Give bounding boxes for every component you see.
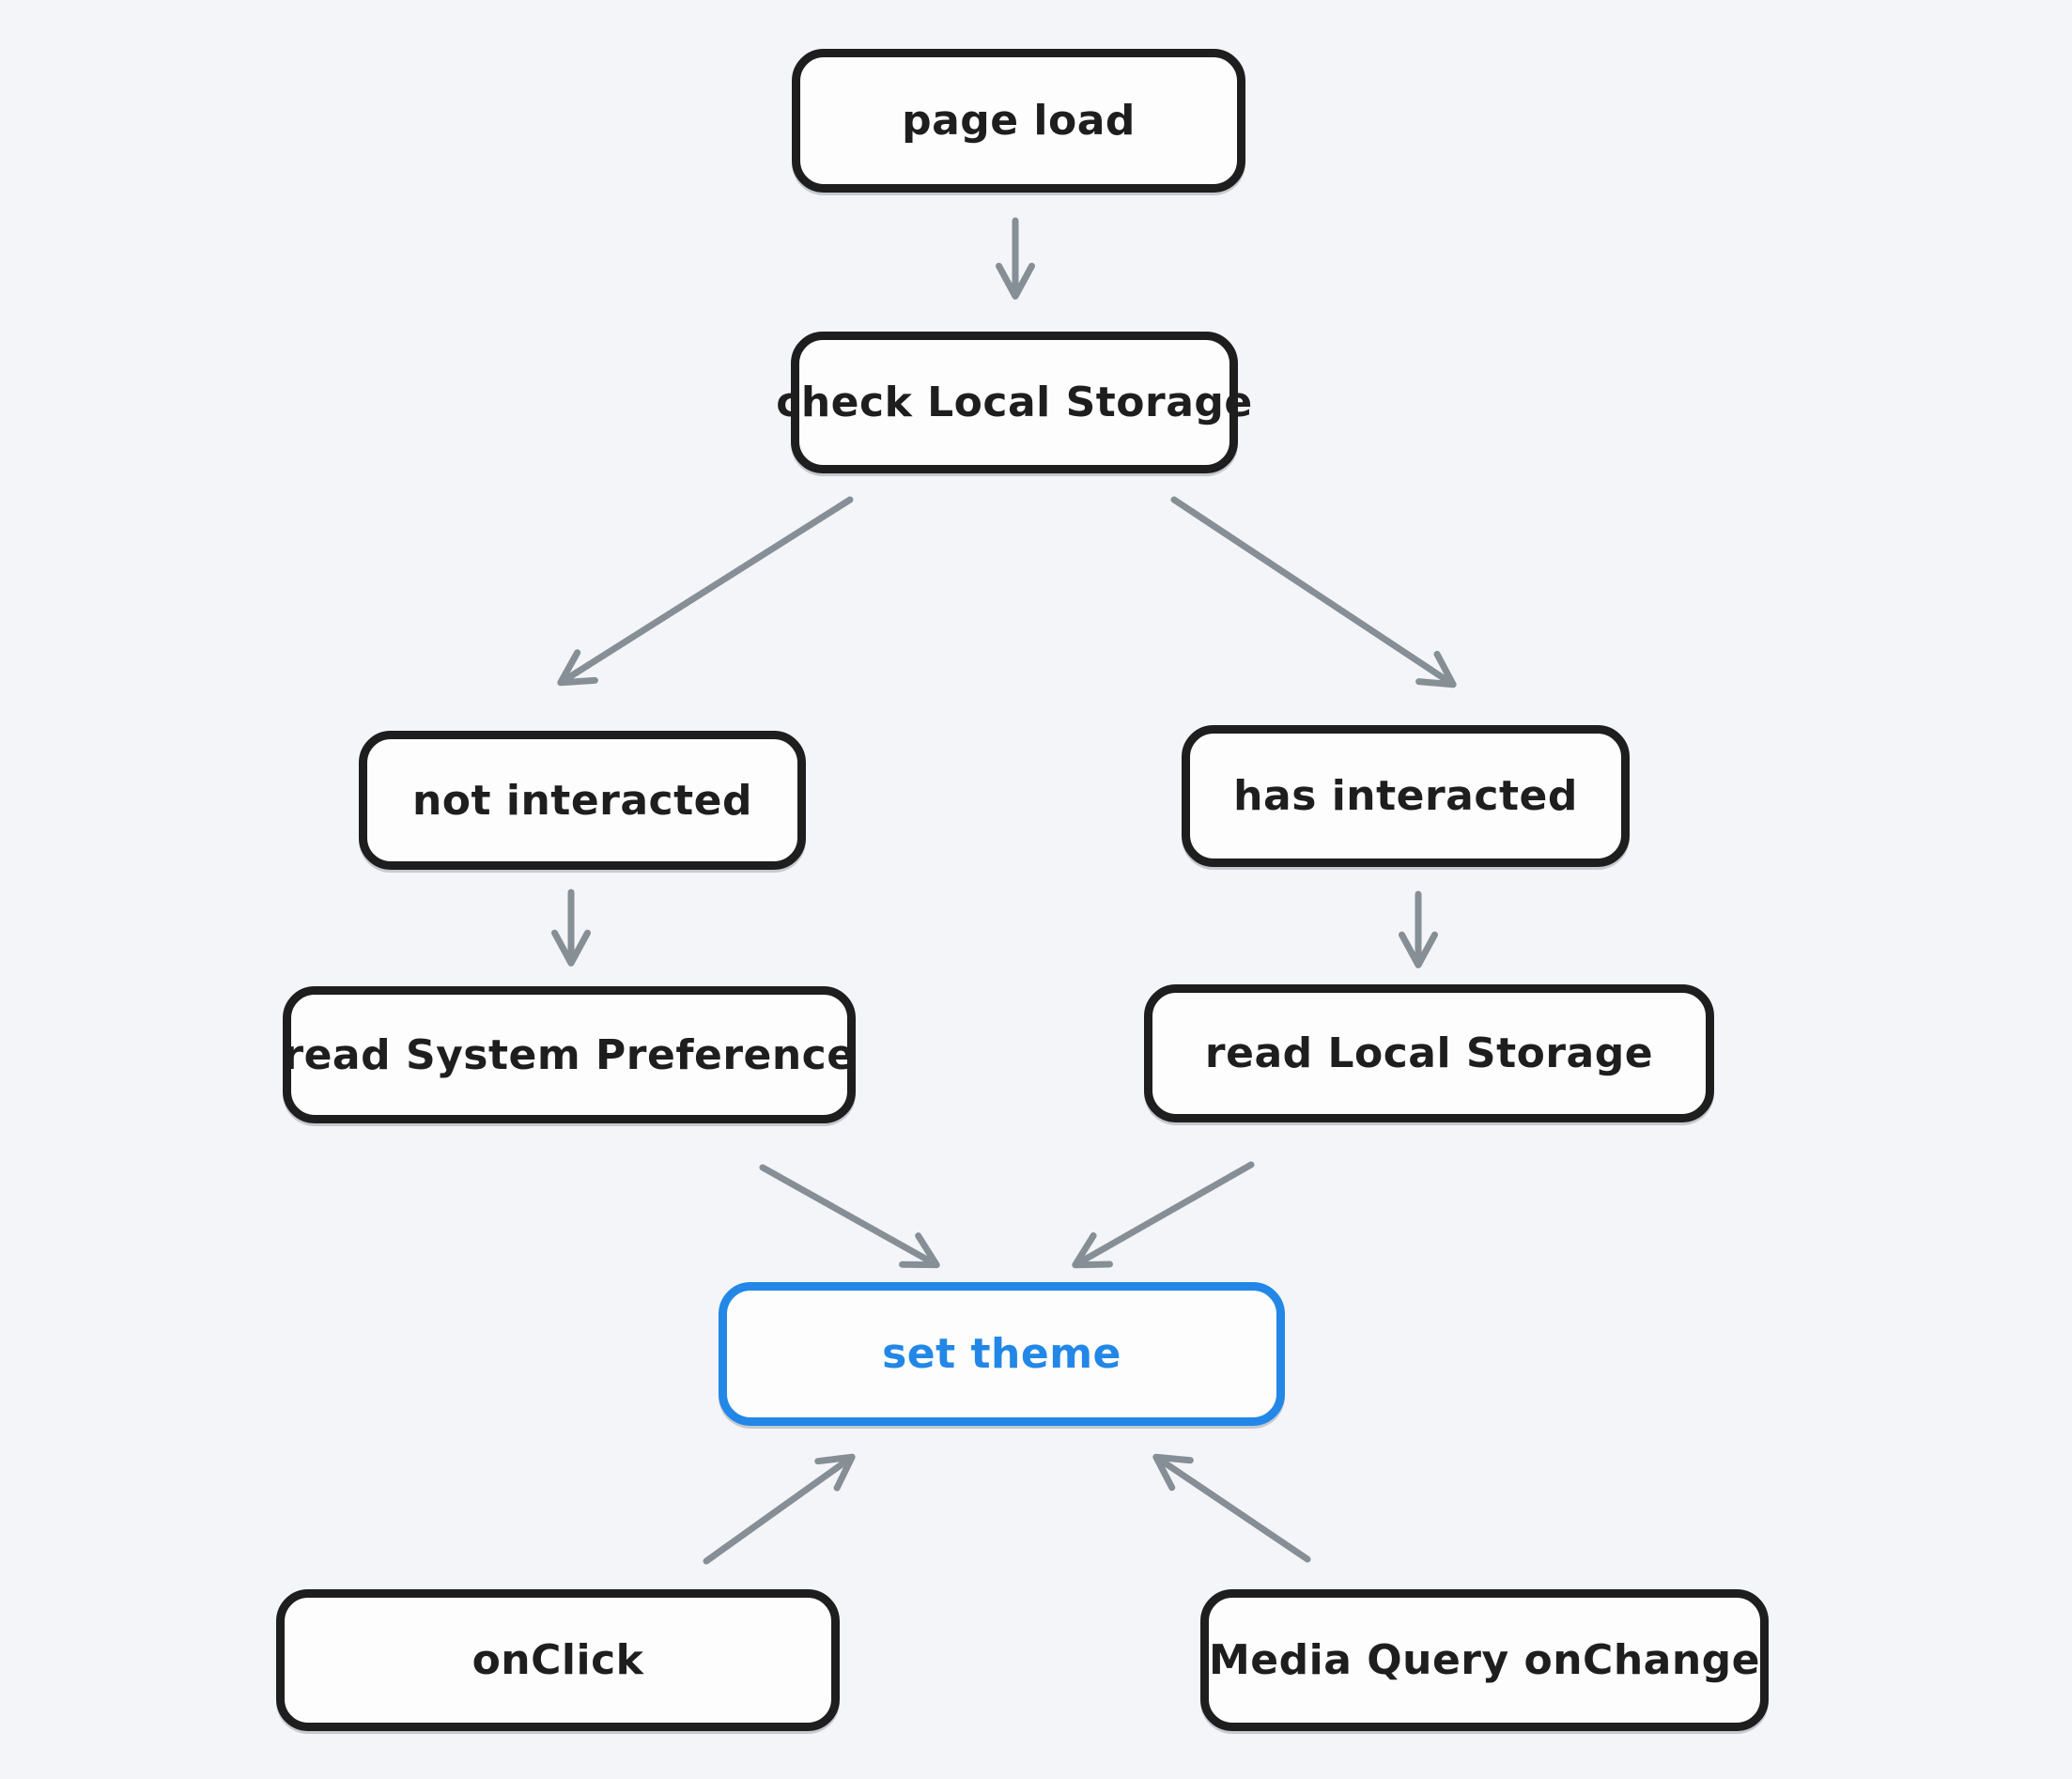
node-not-interacted[interactable]: not interacted xyxy=(359,731,806,870)
node-has-interacted-label: has interacted xyxy=(1233,772,1578,820)
node-onclick[interactable]: onClick xyxy=(276,1589,840,1731)
arrow-check-local-storage-to-not-interacted[interactable] xyxy=(557,496,854,687)
node-onclick-label: onClick xyxy=(472,1636,644,1684)
arrow-check-local-storage-to-has-interacted[interactable] xyxy=(1170,496,1457,688)
arrow-media-query-onchange-to-set-theme[interactable] xyxy=(1152,1453,1311,1563)
node-check-local-storage-label: check Local Storage xyxy=(776,379,1253,426)
arrow-onclick-to-set-theme[interactable] xyxy=(703,1453,856,1565)
node-page-load[interactable]: page load xyxy=(792,49,1245,193)
arrow-read-local-storage-to-set-theme[interactable] xyxy=(1072,1161,1255,1269)
node-media-query-onchange[interactable]: Media Query onChange xyxy=(1200,1589,1769,1731)
node-read-local-storage[interactable]: read Local Storage xyxy=(1144,984,1714,1122)
node-page-load-label: page load xyxy=(902,97,1136,145)
node-read-local-storage-label: read Local Storage xyxy=(1204,1029,1654,1077)
node-set-theme-label: set theme xyxy=(882,1330,1121,1378)
arrow-read-system-preference-to-set-theme[interactable] xyxy=(759,1164,940,1269)
node-has-interacted[interactable]: has interacted xyxy=(1182,725,1630,867)
node-media-query-onchange-label: Media Query onChange xyxy=(1209,1636,1761,1684)
node-check-local-storage[interactable]: check Local Storage xyxy=(776,332,1252,473)
node-read-system-preference-label: read System Preference xyxy=(283,1030,856,1079)
node-not-interacted-label: not interacted xyxy=(411,776,753,825)
node-read-system-preference[interactable]: read System Preference xyxy=(283,986,856,1123)
node-set-theme[interactable]: set theme xyxy=(719,1282,1285,1426)
